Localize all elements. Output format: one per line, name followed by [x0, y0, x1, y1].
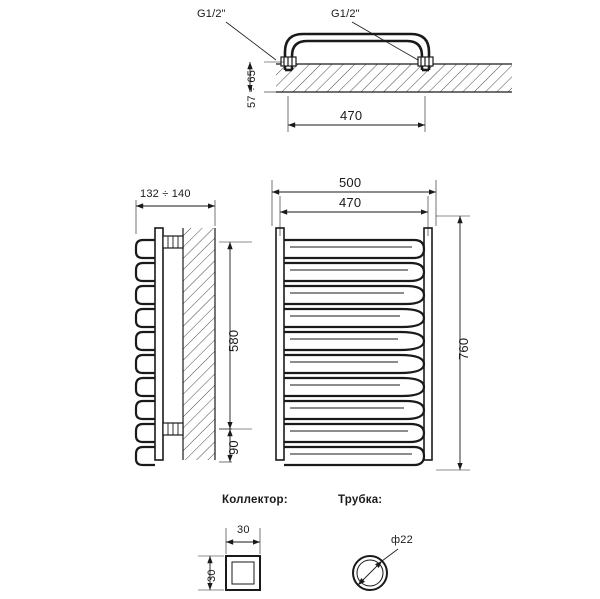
collector-detail	[198, 528, 261, 591]
front-view	[271, 180, 470, 471]
label-g12-left: G1/2"	[197, 8, 226, 20]
label-side-depth-132-140: 132 ÷ 140	[140, 188, 191, 200]
label-tube-diameter: ф22	[391, 534, 413, 546]
label-front-outer-500: 500	[339, 175, 362, 190]
caption-collector: Коллектор:	[222, 494, 288, 506]
label-side-bottom-90: 90	[226, 440, 241, 455]
label-collector-height-30: 30	[206, 569, 218, 582]
label-g12-right: G1/2"	[331, 8, 360, 20]
label-top-height-57-65: 57 ÷ 65	[246, 69, 258, 108]
top-view	[225, 21, 512, 132]
tube-detail	[352, 548, 399, 591]
side-view	[134, 200, 252, 467]
label-side-height-580: 580	[226, 329, 241, 352]
label-front-height-760: 760	[456, 337, 471, 360]
label-top-width-470: 470	[340, 108, 363, 123]
caption-tube: Трубка:	[338, 494, 383, 506]
label-front-inner-470: 470	[339, 195, 362, 210]
label-collector-width-30: 30	[237, 524, 250, 536]
